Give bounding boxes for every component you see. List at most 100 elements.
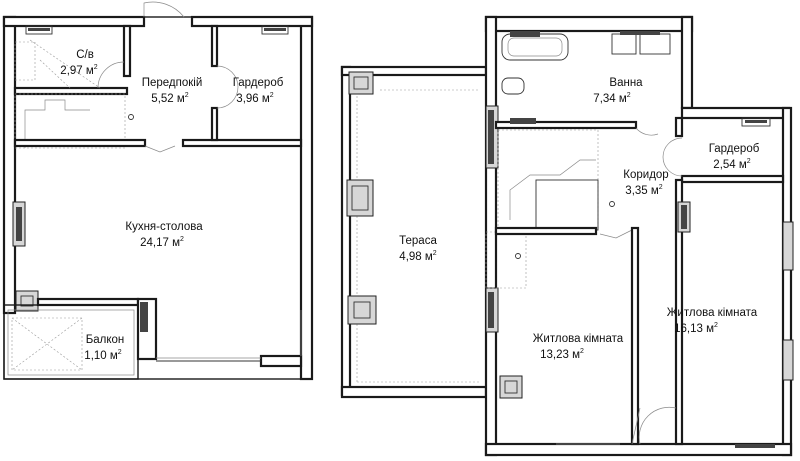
living2-door-swing [638,406,677,445]
living2-window-block [782,221,794,271]
living1-vent [499,375,523,399]
hall-label: Передпокій [142,77,203,89]
hall-door-swing [144,145,176,153]
sink-2 [639,33,671,55]
terrace-vent-1-inner [353,76,369,90]
wardrobe-kitchen-wall [181,138,303,148]
balcony-label: Балкон [86,334,125,346]
living-divider-wall [630,226,640,446]
wardrobe2-window-core [745,120,767,123]
window-wardrobe [261,25,289,35]
living2-window-block-2 [782,339,794,381]
balcony [3,304,139,380]
window-wc [25,25,53,35]
stairs-well [535,179,599,231]
upper-stairs [485,129,615,289]
corridor-right-wall [674,178,684,446]
kitchen-bottom-wall [36,297,140,307]
balcony-hatch-diag-2 [11,317,83,371]
bath-label: Ванна [609,77,643,89]
living1-label: Житлова кімната [533,333,624,345]
kitchen-label: Кухня-столова [125,221,203,233]
balcony-outline [3,304,139,380]
stair-post-2 [515,253,521,259]
lower-level: С/в 2,97 м2 Передпокій 5,52 м2 Гардероб … [2,1,314,381]
living2-radiator-core [681,205,687,229]
wardrobe-wall-bottom [210,106,219,142]
wc-label: С/в [76,49,94,61]
terrace-vent-3 [347,295,377,325]
window-wc-sill [28,28,50,31]
upper-stairs-steps [509,159,596,220]
terrace: Тераса 4,98 м2 [340,65,488,399]
left-window-core [488,110,494,164]
stair-post [128,114,134,120]
terrace-vent-3-inner [353,301,371,319]
window-wardrobe-sill [264,28,286,31]
balcony-hatch [11,317,83,371]
wc-bottom-wall [13,86,129,96]
terrace-area: 4,98 м2 [399,250,436,263]
bath-area: 7,34 м2 [593,92,630,105]
wc-area: 2,97 м2 [60,64,97,77]
top-wall-left [2,15,146,28]
balcony-inner [7,309,135,376]
kitchen-bottom-right-wall [259,354,303,368]
terrace-vent-1 [348,71,374,95]
corridor-area: 3,35 м2 [625,184,662,197]
toilet [501,77,525,95]
living2-area: 16,13 м2 [674,322,718,335]
top-wall-right [190,15,314,28]
bath-right-wall [680,15,694,110]
upper-right-wall [781,106,793,457]
entrance-door-swing [143,1,185,18]
corridor-label: Коридор [623,169,668,181]
right-wall [299,15,314,381]
wc-side-wall [122,24,132,78]
kitchen-area: 24,17 м2 [140,236,184,249]
living1-area: 13,23 м2 [540,348,584,361]
bath-window-2 [620,31,660,35]
upper-stair-post [609,201,615,207]
wardrobe2-area: 2,54 м2 [713,158,750,171]
wardrobe2-label: Гардероб [709,143,760,155]
wc-hatch-line-2 [39,59,71,89]
hall-kitchen-wall [13,138,147,148]
stairs-area [14,93,126,149]
wardrobe-wall-top [210,24,219,68]
vent-shaft-inner [20,295,34,307]
kitchen-radiator-core [16,207,22,241]
wardrobe-door-swing [216,65,239,109]
wardrobe2-top-wall [680,106,791,120]
balcony-hatch-diag-1 [11,317,83,371]
wardrobe2-bottom-wall [680,174,785,184]
wc-door-swing [97,61,125,89]
hall-area: 5,52 м2 [151,92,188,105]
upper-level: Ванна 7,34 м2 Коридор 3,35 м2 Гардероб 2… [484,15,794,457]
balcony-door-jamb [140,302,148,332]
living2-door-line [631,407,641,445]
lower-stairs [14,93,134,149]
wardrobe1-area: 3,96 м2 [236,92,273,105]
living2-window-bottom [735,444,775,448]
lower-outline [3,16,313,380]
living2-label: Житлова кімната [667,307,758,319]
bath-door-swing [635,127,659,136]
terrace-vent-2-inner [351,185,369,211]
terrace-label: Тераса [399,235,437,247]
wardrobe1-label: Гардероб [233,77,284,89]
upper-top-wall [484,15,694,33]
vent-shaft [15,290,39,312]
upper-left-wall [484,15,498,457]
balcony-area: 1,10 м2 [84,349,121,362]
living1-vent-inner [504,380,518,394]
bathtub-inner [507,37,563,57]
terrace-vent-2 [346,179,374,217]
bath-bottom-wall [494,120,638,130]
wardrobe2-door-swing [662,137,683,177]
wc-hatch-line [29,39,101,89]
bath-window [510,31,540,37]
stairs-steps [24,99,90,148]
terrace-left-wall [340,65,352,397]
